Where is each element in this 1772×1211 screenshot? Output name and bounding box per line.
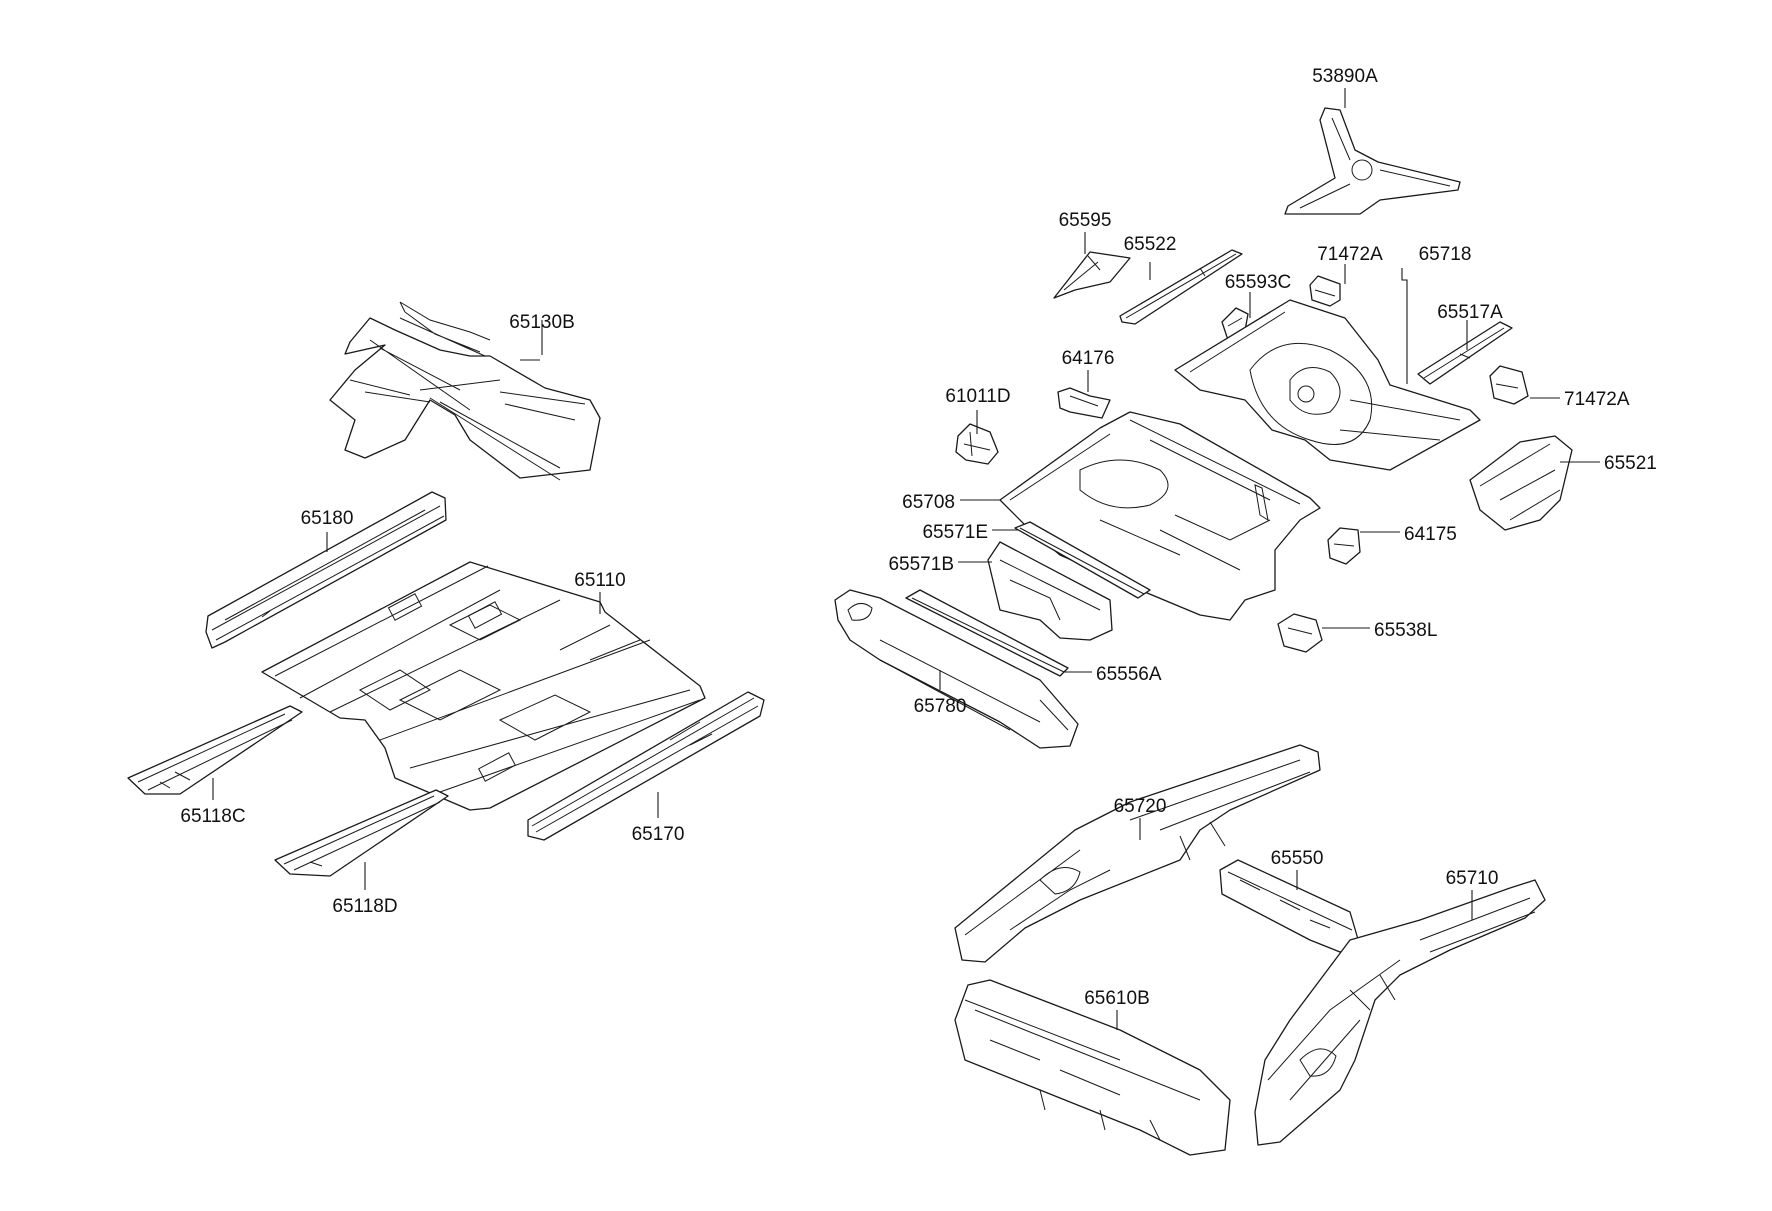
- part-65780-crossmember: [834, 589, 1079, 749]
- label-65521: 65521: [1604, 453, 1657, 474]
- label-65522: 65522: [1124, 234, 1177, 255]
- part-65517A-strip: [1417, 321, 1513, 385]
- part-labels: 53890A 65595 65522 71472A 65718 65593C 6…: [180, 66, 1656, 1009]
- part-61011D-bracket: [955, 423, 999, 465]
- label-61011D: 61011D: [945, 386, 1010, 407]
- part-65595-bracket: [1053, 251, 1131, 299]
- label-65118D: 65118D: [332, 896, 397, 917]
- part-65170-sill: [527, 691, 765, 841]
- part-65118C-step: [127, 705, 303, 795]
- part-65118D-step: [274, 789, 449, 877]
- part-71472A-bracket-top: [1309, 275, 1341, 307]
- label-65710: 65710: [1446, 868, 1499, 889]
- label-65595: 65595: [1059, 210, 1112, 231]
- label-65110: 65110: [574, 570, 625, 591]
- label-65780: 65780: [914, 696, 967, 717]
- part-65130B-front-crossmember: [329, 301, 601, 481]
- label-65718: 65718: [1419, 244, 1472, 265]
- label-65517A: 65517A: [1437, 302, 1503, 323]
- part-65571E-strip: [1014, 521, 1151, 599]
- label-65556A: 65556A: [1096, 664, 1162, 685]
- label-71472A-top: 71472A: [1317, 244, 1383, 265]
- part-65550-crossmember: [1219, 859, 1361, 953]
- label-65170: 65170: [632, 824, 685, 845]
- label-65130B: 65130B: [509, 312, 575, 333]
- label-65550: 65550: [1271, 848, 1324, 869]
- label-71472A-right: 71472A: [1564, 389, 1630, 410]
- label-65571E: 65571E: [922, 522, 988, 543]
- part-65720-side-member: [954, 744, 1321, 963]
- part-65718-rear-floor: [1174, 299, 1481, 471]
- part-65538L-bracket: [1277, 613, 1323, 653]
- part-65556A-reinforcement: [905, 589, 1069, 677]
- label-65571B: 65571B: [888, 554, 954, 575]
- part-65180-sill: [205, 491, 447, 649]
- label-53890A: 53890A: [1312, 66, 1378, 87]
- part-65521-panel: [1469, 435, 1573, 531]
- label-64175: 64175: [1404, 524, 1457, 545]
- label-65593C: 65593C: [1225, 272, 1292, 293]
- part-65522-strip: [1119, 249, 1243, 325]
- label-65720: 65720: [1114, 796, 1167, 817]
- part-65571B-panel: [987, 541, 1113, 641]
- part-53890A-brace: [1284, 107, 1461, 215]
- part-64175-bracket: [1327, 527, 1361, 565]
- label-64176: 64176: [1062, 348, 1115, 369]
- part-65710-side-member: [1254, 879, 1546, 1146]
- label-65118C: 65118C: [180, 806, 245, 827]
- label-65610B: 65610B: [1084, 988, 1150, 1009]
- label-65708: 65708: [902, 492, 955, 513]
- leader-lines: [212, 88, 1600, 1030]
- part-64176-bracket: [1057, 387, 1111, 419]
- part-65610B-panel: [954, 979, 1231, 1156]
- part-71472A-bracket-right: [1489, 365, 1529, 405]
- label-65538L: 65538L: [1374, 620, 1437, 641]
- label-65180: 65180: [301, 508, 354, 529]
